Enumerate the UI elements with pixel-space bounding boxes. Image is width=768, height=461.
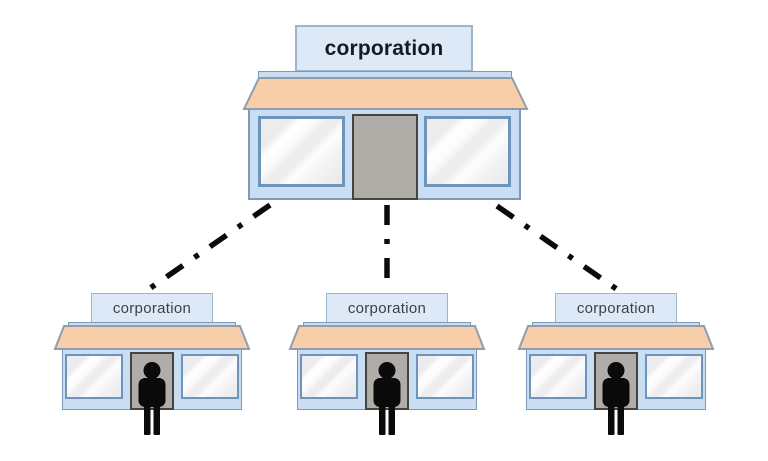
- corporation-sign: corporation: [295, 25, 473, 72]
- awning: [517, 325, 715, 350]
- branch-building-3: corporation: [517, 293, 715, 435]
- branch-building-2: corporation: [288, 293, 486, 435]
- corporation-sign: corporation: [91, 293, 213, 323]
- person-icon: [373, 362, 401, 435]
- window-left: [300, 354, 358, 399]
- person-icon: [138, 362, 166, 435]
- connector-line-right: [495, 203, 620, 293]
- sign-label: corporation: [112, 299, 192, 317]
- connector-line-left: [147, 202, 272, 292]
- branch-building-1: corporation: [53, 293, 251, 435]
- awning: [242, 77, 529, 110]
- sign-label: corporation: [347, 299, 427, 317]
- person-icon: [602, 362, 630, 435]
- window-left: [529, 354, 587, 399]
- window-left: [65, 354, 123, 399]
- corporation-sign: corporation: [326, 293, 448, 323]
- sign-label: corporation: [576, 299, 656, 317]
- awning: [53, 325, 251, 350]
- window-left: [258, 116, 345, 187]
- window-right: [645, 354, 703, 399]
- corporation-sign: corporation: [555, 293, 677, 323]
- window-right: [181, 354, 239, 399]
- sign-label: corporation: [324, 36, 444, 60]
- headquarters-building: corporation: [242, 25, 529, 200]
- window-right: [416, 354, 474, 399]
- awning: [288, 325, 486, 350]
- window-right: [424, 116, 511, 187]
- door: [352, 114, 418, 200]
